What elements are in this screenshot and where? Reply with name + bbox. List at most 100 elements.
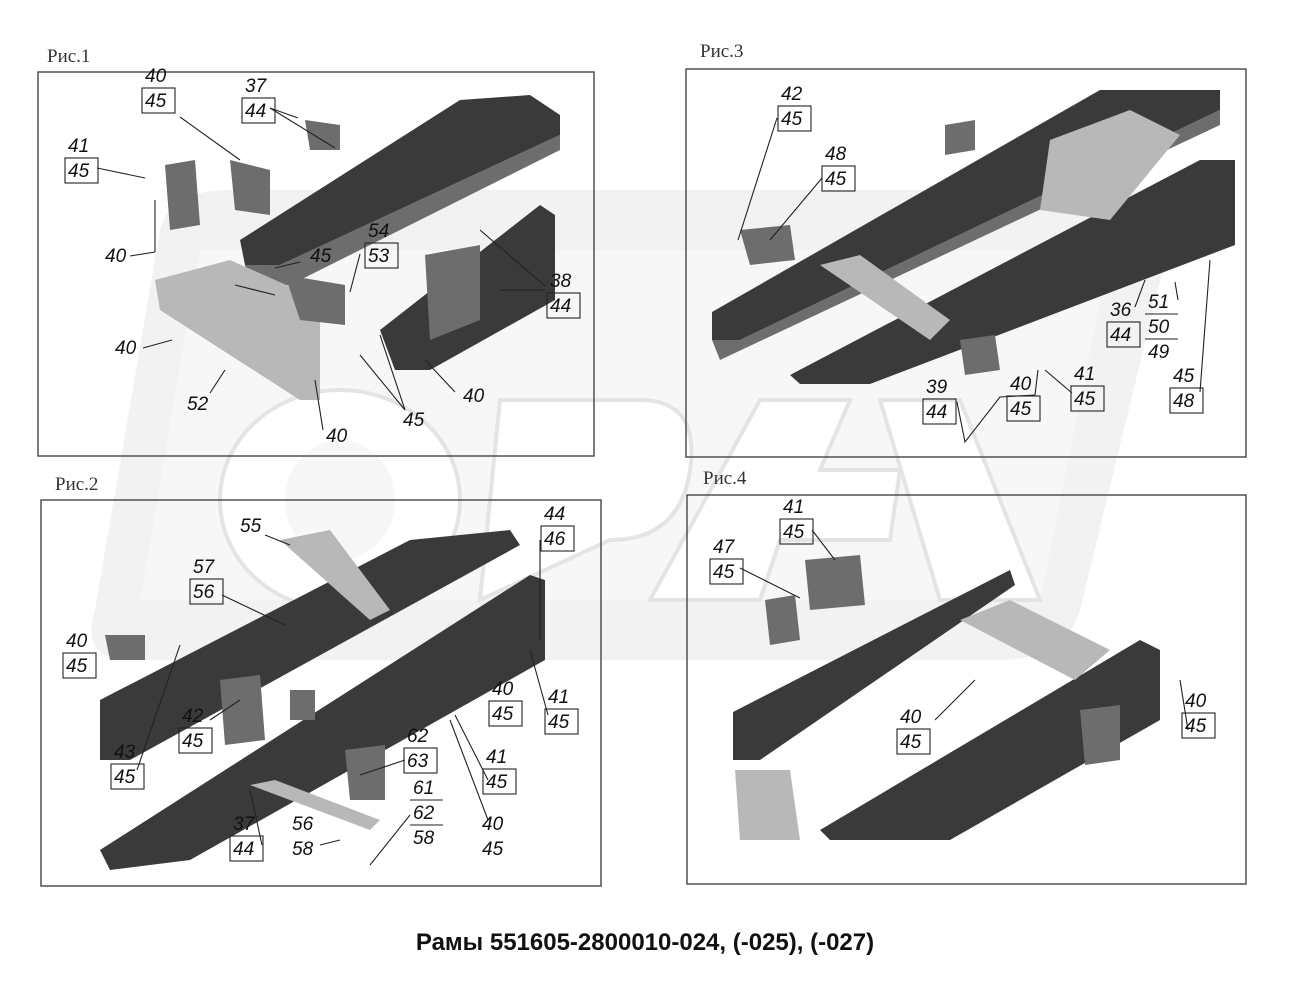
callout-numerator: 62 xyxy=(407,726,429,747)
callout-numerator: 36 xyxy=(1110,300,1132,321)
callout-numerator: 42 xyxy=(182,706,204,727)
callout-number: 40 xyxy=(115,338,137,359)
callout-denominator: 45 xyxy=(68,161,90,182)
callout-numerator: 45 xyxy=(1173,366,1195,387)
callout-denominator: 45 xyxy=(1074,389,1096,410)
fig2-frame-rail xyxy=(100,530,545,870)
fig1-leaders xyxy=(96,107,546,431)
callout-denominator: 44 xyxy=(926,402,947,423)
fig3-frame-rail xyxy=(712,90,1235,384)
callout-numerator: 41 xyxy=(783,497,804,518)
callout-numerator: 41 xyxy=(486,747,507,768)
callout-number: 45 xyxy=(403,410,425,431)
callout-numerator: 40 xyxy=(900,707,922,728)
callout-numerator: 40 xyxy=(145,66,167,87)
callout-numerator: 41 xyxy=(1074,364,1095,385)
callout-box xyxy=(141,87,176,114)
callout-numerator: 48 xyxy=(825,144,847,165)
callout-denominator: 45 xyxy=(825,169,847,190)
figure-1: Рис.1 xyxy=(37,46,595,457)
callout-denominator: 44 xyxy=(1110,325,1131,346)
callout-box xyxy=(544,708,579,735)
callout-numerator: 40 xyxy=(1185,691,1207,712)
callout-box xyxy=(364,242,399,269)
callout-denominator: 44 xyxy=(245,101,266,122)
callout-number: 40 xyxy=(326,426,348,447)
callout-denominator: 45 xyxy=(900,732,922,753)
callout-box xyxy=(64,157,99,184)
callout-numerator: 38 xyxy=(550,271,572,292)
fig4-caption: Рис.4 xyxy=(703,468,747,489)
fig3-caption: Рис.3 xyxy=(700,41,743,62)
callout-box xyxy=(709,558,744,585)
callout-denominator: 48 xyxy=(1173,391,1195,412)
callout-box xyxy=(110,763,145,790)
callout-box xyxy=(488,700,523,727)
callout-denominator: 45 xyxy=(492,704,514,725)
callout-number: 40 xyxy=(482,814,504,835)
callout-denominator: 45 xyxy=(182,731,204,752)
callout-box xyxy=(1169,387,1204,414)
fig1-caption: Рис.1 xyxy=(47,46,90,67)
callout-denominator: 44 xyxy=(550,296,571,317)
fig2-caption: Рис.2 xyxy=(55,474,98,495)
callout-denominator: 44 xyxy=(233,839,254,860)
callout-box xyxy=(178,727,213,754)
callout-box xyxy=(229,835,264,862)
callout-box xyxy=(482,768,517,795)
callout-denominator: 45 xyxy=(783,522,805,543)
callout-numerator: 40 xyxy=(492,679,514,700)
callout-numerator: 43 xyxy=(114,742,136,763)
fig4-frame xyxy=(686,494,1247,885)
callout-numerator: 41 xyxy=(68,136,89,157)
callout-numerator: 37 xyxy=(245,76,268,97)
callout-number: 51 xyxy=(1148,292,1169,313)
callout-box xyxy=(1070,385,1105,412)
callout-denominator: 45 xyxy=(114,767,136,788)
callout-box xyxy=(922,398,957,425)
callout-numerator: 40 xyxy=(1010,374,1032,395)
callout-box xyxy=(403,747,438,774)
callout-box xyxy=(1106,321,1141,348)
callout-number: 45 xyxy=(482,839,504,860)
fig3-frame xyxy=(685,68,1247,458)
figure-3: Рис.3 xyxy=(685,41,1247,458)
figure-4: Рис.4 xyxy=(686,468,1247,885)
callout-box xyxy=(1181,712,1216,739)
callout-number: 58 xyxy=(292,839,314,860)
callout-denominator: 45 xyxy=(548,712,570,733)
callout-numerator: 37 xyxy=(233,814,256,835)
callout-box xyxy=(1006,395,1041,422)
callout-number: 56 xyxy=(292,814,314,835)
callout-denominator: 46 xyxy=(544,529,566,550)
callout-numerator: 39 xyxy=(926,377,948,398)
callout-number: 40 xyxy=(463,386,485,407)
fig3-leaders xyxy=(737,117,1211,444)
callout-number: 58 xyxy=(413,828,435,849)
callout-numerator: 40 xyxy=(66,631,88,652)
callout-numerator: 42 xyxy=(781,84,803,105)
fig1-frame xyxy=(37,71,595,457)
callout-box xyxy=(540,525,575,552)
callout-denominator: 45 xyxy=(781,109,803,130)
callout-number: 50 xyxy=(1148,317,1170,338)
callout-numerator: 41 xyxy=(548,687,569,708)
callout-box xyxy=(62,652,97,679)
page-title: Рамы 551605-2800010-024, (-025), (-027) xyxy=(416,929,874,956)
callout-box xyxy=(241,97,276,124)
callout-denominator: 45 xyxy=(1185,716,1207,737)
callout-number: 62 xyxy=(413,803,435,824)
callout-number: 45 xyxy=(310,246,332,267)
callout-denominator: 45 xyxy=(486,772,508,793)
callout-box xyxy=(777,105,812,132)
callout-denominator: 63 xyxy=(407,751,429,772)
callout-denominator: 45 xyxy=(66,656,88,677)
callout-denominator: 45 xyxy=(145,91,167,112)
callout-box xyxy=(821,165,856,192)
callout-number: 55 xyxy=(240,516,262,537)
callout-number: 49 xyxy=(1148,342,1170,363)
figure-2: Рис.2 xyxy=(40,474,602,887)
callout-denominator: 45 xyxy=(713,562,735,583)
